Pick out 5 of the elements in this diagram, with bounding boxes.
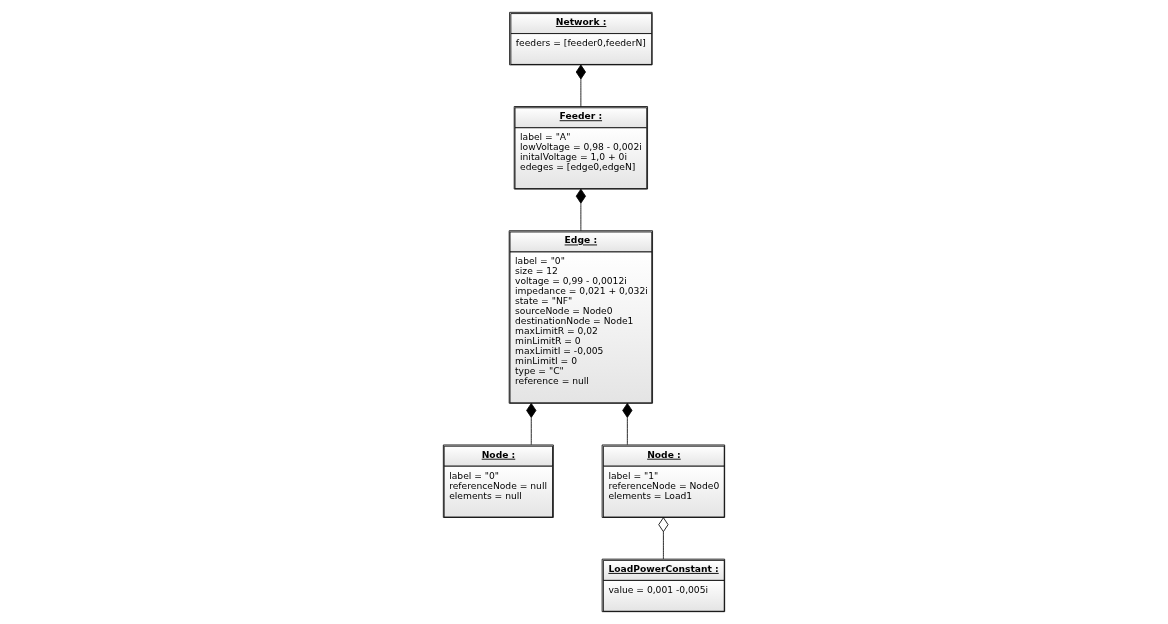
- connector: [575, 64, 586, 107]
- connector: [526, 403, 537, 446]
- connector: [622, 403, 633, 446]
- connector: [575, 188, 586, 232]
- connector: [658, 517, 669, 560]
